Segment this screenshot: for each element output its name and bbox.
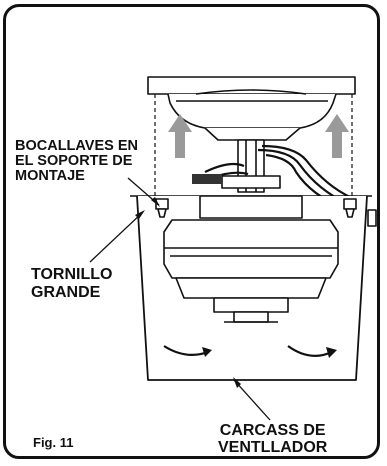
up-arrow-left [168,114,192,158]
figure-frame [3,4,380,459]
up-arrow-right [325,114,349,158]
label-line: MONTAJE [15,168,85,185]
label-line: BOCALLAVES EN [15,138,138,154]
label-line: VENTLLADOR [218,438,328,456]
label-line: CARCASS DE [219,422,326,439]
label-line: TORNILLO [31,266,113,283]
guide-lines [154,94,353,196]
large-screw-label: TORNILLO GRANDE [31,266,112,301]
fan-housing-label: CARCASS DE VENTLLADOR [218,422,328,457]
figure-caption: Fig. 11 [33,435,74,450]
label-line: GRANDE [31,283,101,301]
large-screw-right [343,198,357,218]
downrod [221,139,281,193]
motor [163,195,339,323]
mounting-bracket-keyholes-label: BOCALLAVES EN EL SOPORTE DE MONTAJE [15,138,138,185]
label-line: EL SOPORTE DE [15,153,133,170]
large-screw-left [155,198,169,218]
